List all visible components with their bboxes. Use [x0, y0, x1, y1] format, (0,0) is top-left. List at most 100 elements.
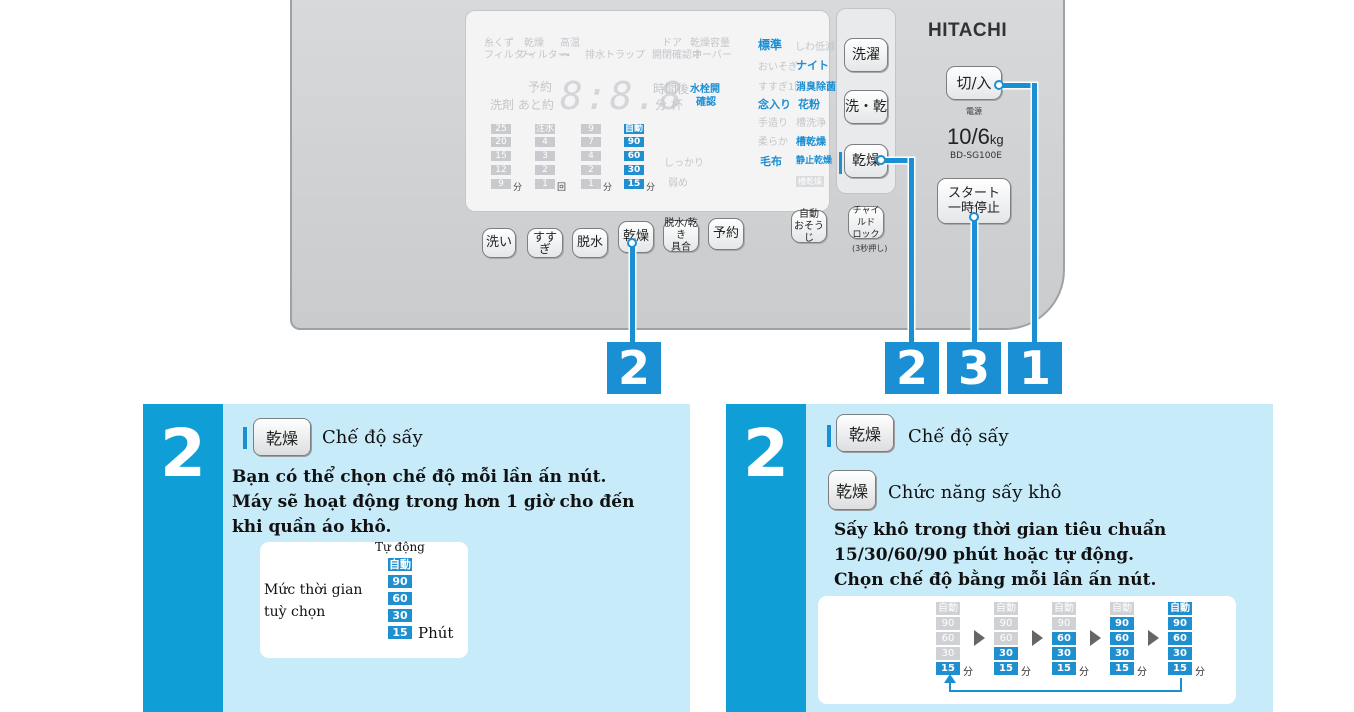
step-number: 2 [143, 404, 223, 712]
col2-item: 1 [535, 179, 555, 189]
callout-dot [876, 155, 886, 165]
display-label-hours-after: 時間後 [653, 82, 690, 96]
desc-line: Máy sẽ hoạt động trong hơn 1 giờ cho đến [232, 492, 635, 512]
course-careful: 念入り [758, 98, 791, 111]
next-arrow-icon [1148, 630, 1159, 646]
function-description: Sấy khô trong thời gian tiêu chuẩn 15/30… [834, 518, 1166, 593]
course-night: ナイト [796, 59, 829, 72]
display-label-reserve: 予約 [528, 80, 553, 94]
seq1-30: 30 [936, 647, 960, 660]
seq4-90: 90 [1110, 617, 1134, 630]
display-label-confirm: 確認 [696, 97, 716, 108]
col1-item: 25 [491, 124, 511, 134]
function-title: Chức năng sấy khô [888, 482, 1062, 503]
spin-dry-level-line2: 具合 [671, 242, 691, 253]
seq2-auto: 自動 [994, 602, 1018, 615]
col2-item: 2 [535, 165, 555, 175]
course-wash-dry-button[interactable]: 洗・乾 [844, 90, 888, 124]
course-wash-button[interactable]: 洗濯 [844, 38, 888, 72]
dry-indicator-bar [839, 152, 842, 174]
spin-button[interactable]: 脱水 [572, 228, 608, 258]
seq1-unit: 分 [963, 667, 973, 678]
display-label-detergent: 洗剤 あと約 [490, 98, 554, 112]
course-pollen: 花粉 [798, 98, 820, 111]
col3-unit: 分 [603, 183, 613, 193]
loop-back-line [949, 690, 1182, 692]
col3-item: 2 [581, 165, 601, 175]
callout-badge-2a: 2 [607, 342, 661, 394]
desc-line: Bạn có thể chọn chế độ mỗi lần ấn nút. [232, 467, 607, 487]
seq3-90: 90 [1052, 617, 1076, 630]
dry-key-icon: 乾燥 [253, 418, 311, 456]
mode-title: Chế độ sấy [322, 427, 423, 448]
dry-function-key-icon: 乾燥 [828, 470, 876, 510]
option-label-line2: tuỳ chọn [264, 604, 326, 620]
seq2-unit: 分 [1021, 667, 1031, 678]
time-options-panel [260, 542, 468, 658]
next-arrow-icon [1032, 630, 1043, 646]
spin-dry-level-button[interactable]: 脱水/乾き 具合 [663, 218, 699, 253]
course-rinse1: すすぎ1回 [758, 82, 805, 93]
display-label-filter1: フィルター [484, 50, 534, 61]
seq1-15: 15 [936, 662, 960, 675]
accent-bar [243, 427, 247, 449]
time-option: 自動 [388, 558, 412, 571]
col2-item: 注水 [535, 124, 555, 134]
rinse-button[interactable]: すすぎ [527, 228, 563, 258]
seq3-60: 60 [1052, 632, 1076, 645]
capacity-label: 10/6kg [947, 124, 1004, 150]
time-option: 60 [388, 592, 412, 605]
time-option: 15 [388, 626, 412, 639]
col4-item: 15 [624, 179, 644, 189]
col2-unit: 回 [557, 183, 567, 193]
power-label: 電源 [966, 107, 982, 116]
seq5-90: 90 [1168, 617, 1192, 630]
seq4-unit: 分 [1137, 667, 1147, 678]
child-lock-button[interactable]: チャイルド ロック [848, 206, 884, 240]
course-quick: おいそぎ [758, 62, 798, 73]
callout-badge-2b: 2 [885, 342, 939, 394]
dry-key-icon: 乾燥 [836, 414, 894, 452]
display-label-door-check: 開閉確認中 [652, 50, 702, 61]
col2-item: 3 [535, 151, 555, 161]
callout-dot [627, 238, 637, 248]
spin-dry-level-line1: 脱水/乾き [664, 218, 698, 241]
course-standard: 標準 [758, 38, 783, 52]
wash-button[interactable]: 洗い [482, 228, 516, 258]
next-arrow-icon [1090, 630, 1101, 646]
seq1-60: 60 [936, 632, 960, 645]
callout-badge-3: 3 [947, 342, 1001, 394]
seq1-auto: 自動 [936, 602, 960, 615]
display-label-hot: 高温 [560, 38, 580, 49]
display-label-min-cup: 分 杯 [655, 98, 683, 112]
desc-line: 15/30/60/90 phút hoặc tự động. [834, 545, 1135, 565]
seq3-unit: 分 [1079, 667, 1089, 678]
desc-line: Chọn chế độ bằng mỗi lần ấn nút. [834, 570, 1157, 590]
reserve-button[interactable]: 予約 [708, 218, 744, 250]
col3-item: 4 [581, 151, 601, 161]
display-label-capacity: 乾燥容量 [690, 38, 730, 49]
loop-back-line-left [949, 680, 951, 692]
callout-dot [969, 212, 979, 222]
option-label-line1: Mức thời gian [264, 582, 363, 598]
power-button[interactable]: 切/入 [946, 66, 1002, 100]
time-option: 30 [388, 609, 412, 622]
child-lock-note: (3秒押し) [852, 244, 888, 253]
capacity-value: 10/6 [947, 124, 990, 149]
accent-bar [827, 425, 831, 447]
callout-line-dry [630, 242, 635, 342]
start-line2: 一時停止 [947, 201, 1000, 216]
callout-line-course-h [880, 158, 914, 163]
child-lock-line2: ロック [852, 229, 880, 240]
start-line1: スタート [947, 186, 1000, 201]
seq3-15: 15 [1052, 662, 1076, 675]
auto-clean-button[interactable]: 自動 おそうじ [791, 209, 827, 244]
callout-line-power-v [1032, 83, 1037, 342]
minute-label: Phút [418, 624, 454, 642]
display-label-water-tap: 水栓開 [690, 84, 720, 95]
dry-button[interactable]: 乾燥 [618, 221, 654, 253]
mode-description: Bạn có thể chọn chế độ mỗi lần ấn nút. M… [232, 465, 634, 540]
seq4-60: 60 [1110, 632, 1134, 645]
mode-title: Chế độ sấy [908, 426, 1009, 447]
seq2-30: 30 [994, 647, 1018, 660]
